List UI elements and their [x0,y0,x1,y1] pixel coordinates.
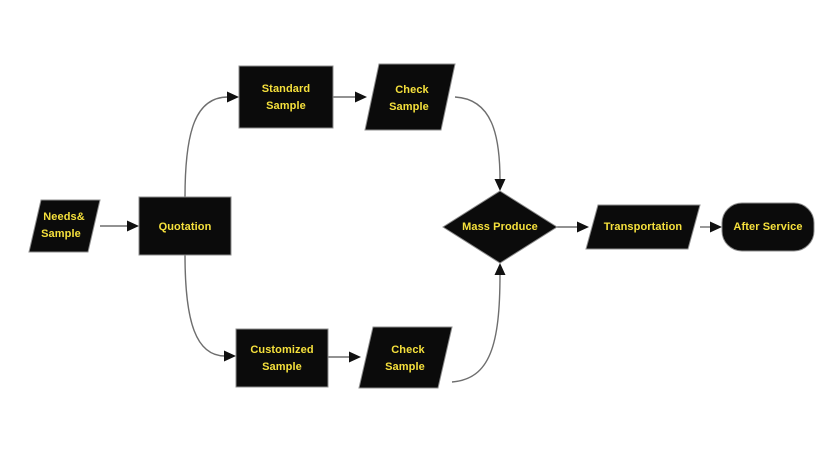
node-check-sample-top[interactable]: Check Sample [364,63,456,131]
connector-transportation-to-after-service [700,221,722,233]
check-sample-bottom-shape[interactable] [358,326,453,389]
check-sample-top-shape[interactable] [364,63,456,131]
standard-sample-shape[interactable] [238,65,334,129]
connector-quotation-to-standard [184,91,239,198]
connector-standard-to-check-top [333,91,367,103]
node-mass-produce[interactable]: Mass Produce [442,190,558,264]
node-quotation[interactable]: Quotation [138,196,232,256]
node-standard-sample[interactable]: Standard Sample [238,65,334,129]
needs-sample-shape[interactable] [28,199,101,253]
after-service-shape[interactable] [721,202,815,252]
connector-mass-produce-to-transportation [557,221,589,233]
connector-check-top-to-mass-produce [454,96,506,191]
mass-produce-shape[interactable] [442,190,558,264]
node-needs-sample[interactable]: Needs& Sample [28,199,101,253]
customized-sample-shape[interactable] [235,328,329,388]
quotation-shape[interactable] [138,196,232,256]
connector-quotation-to-customized [184,254,236,362]
node-transportation[interactable]: Transportation [585,204,701,250]
node-check-sample-bottom[interactable]: Check Sample [358,326,453,389]
connector-needs-to-quotation [100,220,139,232]
connector-layer [100,91,722,383]
transportation-shape[interactable] [585,204,701,250]
node-customized-sample[interactable]: Customized Sample [235,328,329,388]
connector-customized-to-check-bottom [328,351,361,363]
node-after-service[interactable]: After Service [721,202,815,252]
connector-check-bottom-to-mass-produce [451,263,506,383]
